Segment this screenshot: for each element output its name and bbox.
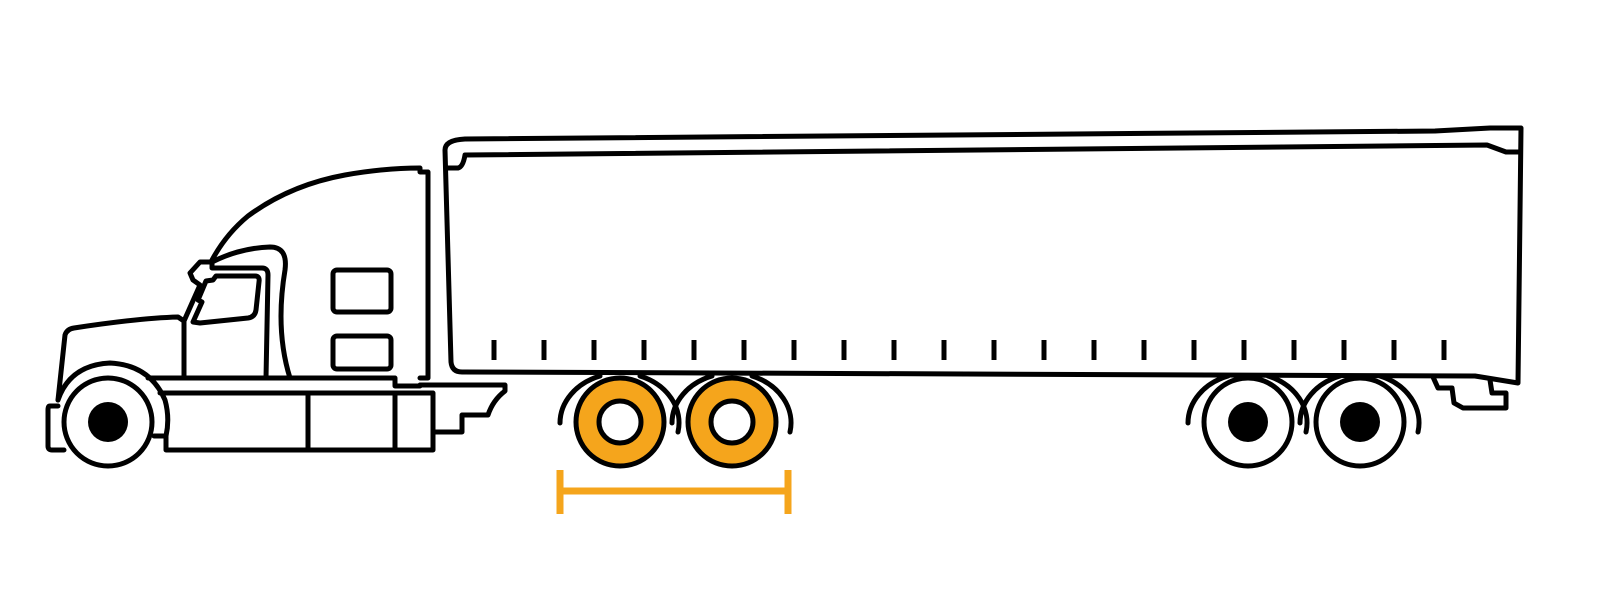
chassis-frame [157, 390, 436, 453]
axle-spread-bracket [556, 470, 792, 514]
fender-arc [749, 373, 794, 435]
trailer-side-markers [491, 340, 1447, 360]
fender-arc [1377, 373, 1422, 435]
cab-window-lower [330, 333, 394, 372]
cab-hood [55, 259, 271, 403]
trailer-roof-line [443, 142, 1523, 171]
hub-icon [708, 398, 756, 446]
trailer-body [442, 125, 1524, 386]
wheel [1313, 375, 1407, 469]
wheel [61, 375, 155, 469]
cab-skirt [145, 375, 423, 389]
tractor-cab [45, 165, 431, 453]
fender-arc [637, 373, 682, 435]
highlighted-wheel [573, 375, 667, 469]
hub-icon [88, 402, 128, 442]
trailer [442, 125, 1524, 411]
trailer-rear-bumper [1430, 374, 1509, 411]
fender-arc [669, 373, 715, 426]
wheel [1201, 375, 1295, 469]
front-fender [55, 360, 171, 439]
wheels [61, 375, 1407, 469]
fender-arc [1297, 373, 1343, 426]
fifth-wheel [417, 382, 508, 435]
hub-icon [1228, 402, 1268, 442]
front-bumper [45, 403, 67, 453]
hub-icon [1340, 402, 1380, 442]
wheel-fenders [557, 373, 1422, 435]
hub-icon [596, 398, 644, 446]
cab-roof [208, 165, 431, 381]
cab-window-upper [330, 267, 394, 315]
highlighted-wheel [685, 375, 779, 469]
tractor-chassis [157, 382, 508, 453]
fender-arc [557, 373, 603, 426]
fender-arc [1265, 373, 1310, 435]
fender-arc [1185, 373, 1231, 426]
sleeper-curve [209, 244, 293, 381]
windshield [190, 273, 262, 326]
